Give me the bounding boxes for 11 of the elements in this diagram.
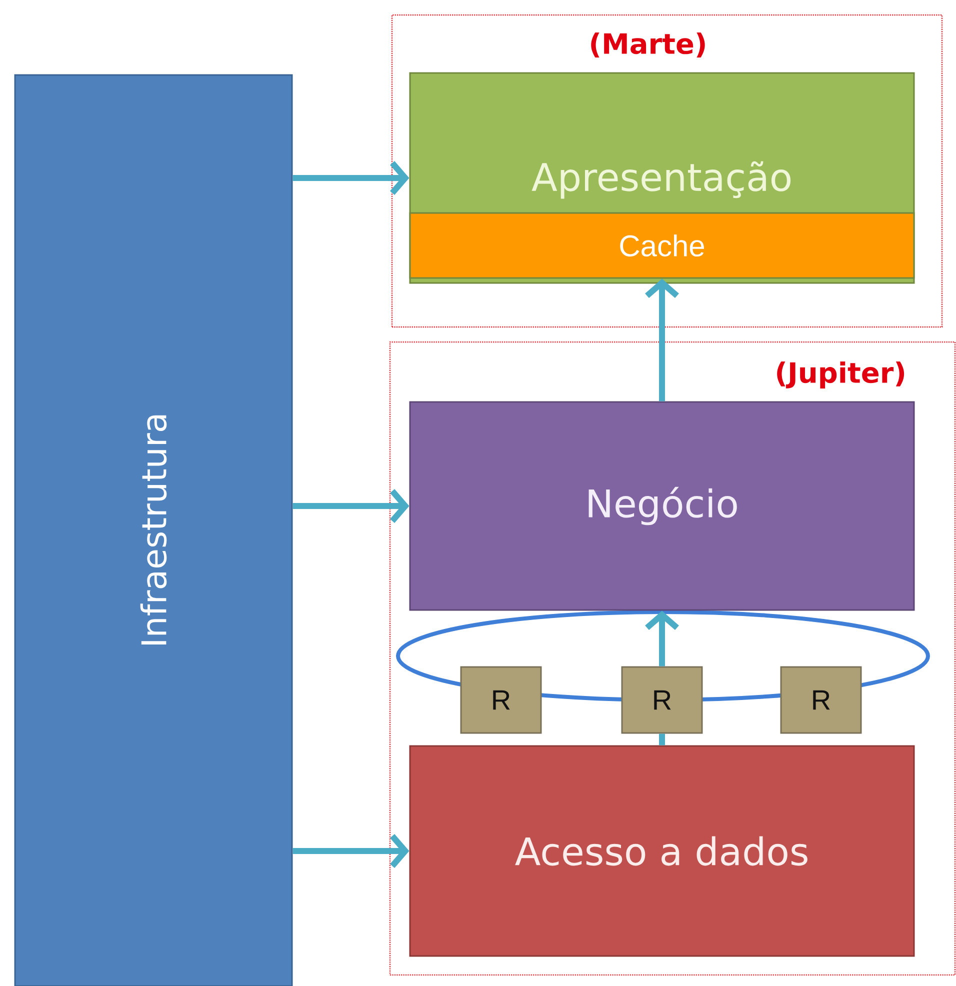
cache-bar: Cache <box>409 212 915 279</box>
arrow <box>645 278 679 402</box>
arrow <box>292 834 410 868</box>
router-box: R <box>460 666 542 734</box>
arrow <box>292 161 410 195</box>
router-box: R <box>621 666 703 734</box>
router-box: R <box>780 666 862 734</box>
layer-box: Negócio <box>409 401 915 611</box>
layer-band: Infraestrutura <box>14 74 293 986</box>
layer-box: Acesso a dados <box>409 745 915 957</box>
arrow <box>292 489 410 523</box>
